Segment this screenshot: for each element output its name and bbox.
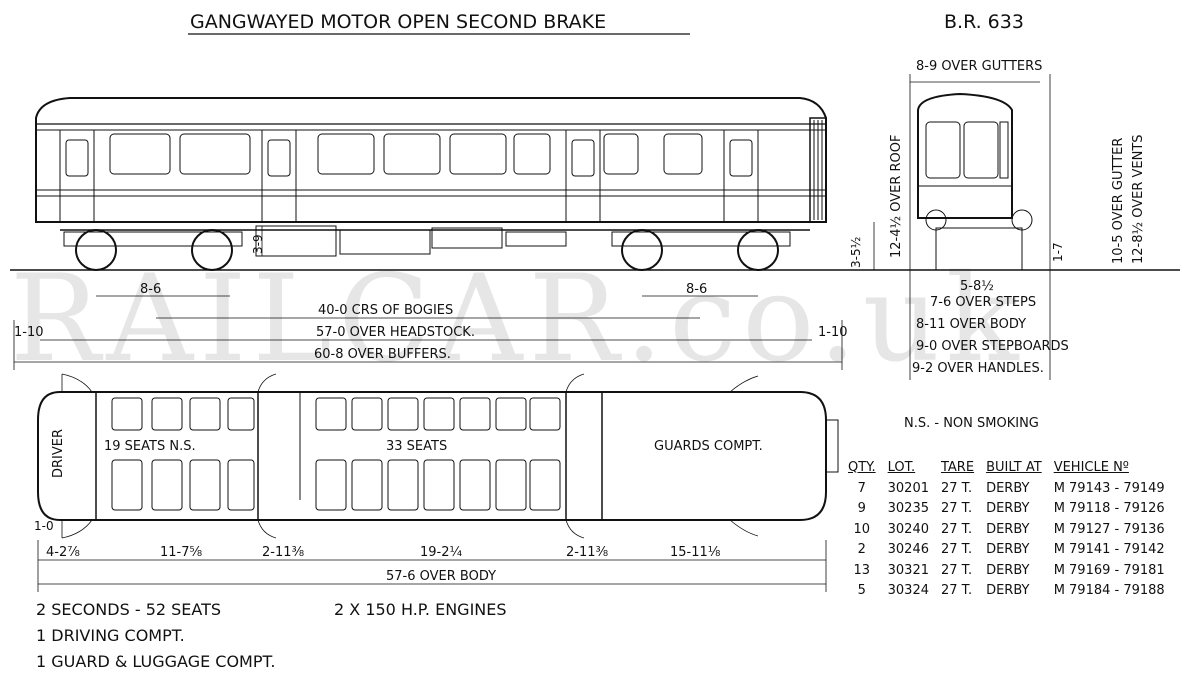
cell-tare: 27 T. — [940, 480, 973, 496]
dim-over-buffers: 60-8 OVER BUFFERS. — [314, 347, 451, 362]
dim-end-left: 1-10 — [14, 325, 44, 340]
note-seconds: 2 SECONDS - 52 SEATS — [36, 600, 222, 619]
cell-vehicle-no: M 79143 - 79149 — [1053, 480, 1165, 496]
cell-qty: 13 — [853, 562, 871, 578]
note-engines: 2 X 150 H.P. ENGINES — [334, 600, 507, 619]
plan-view — [37, 373, 839, 592]
cell-qty: 2 — [857, 542, 866, 558]
dim-seg-1: 4-2⅞ — [46, 545, 80, 560]
dim-step-height: 1-7 — [1051, 242, 1065, 262]
cell-built-at: DERBY — [986, 501, 1030, 517]
dim-bogie-wheelbase-left: 8-6 — [140, 282, 161, 297]
table-row: 7 30201 27 T. DERBY M 79143 - 79149 — [848, 478, 1177, 499]
cell-tare: 27 T. — [940, 583, 973, 599]
cell-lot: 30240 — [887, 521, 929, 537]
header-qty: QTY. — [848, 459, 876, 475]
dim-over-body-width: 8-11 OVER BODY — [916, 317, 1026, 332]
dim-seg-6: 15-11⅛ — [670, 545, 721, 560]
dim-bogie-height: 3-9 — [251, 234, 265, 254]
watermark: RAILCAR.co.uk — [10, 250, 1025, 389]
dim-over-handles: 9-2 OVER HANDLES. — [912, 361, 1044, 376]
cell-built-at: DERBY — [986, 583, 1030, 599]
cell-tare: 27 T. — [940, 562, 973, 578]
cell-tare: 27 T. — [940, 521, 973, 537]
note-guard: 1 GUARD & LUGGAGE COMPT. — [36, 652, 276, 671]
cell-qty: 10 — [853, 521, 871, 537]
plan-seats-ns: 19 SEATS N.S. — [104, 439, 196, 454]
dim-over-stepboards: 9-0 OVER STEPBOARDS — [916, 339, 1069, 354]
cell-lot: 30235 — [887, 501, 929, 517]
dim-over-vents: 12-8½ OVER VENTS — [1131, 134, 1146, 264]
dim-over-roof: 12-4½ OVER ROOF — [889, 135, 904, 259]
cell-built-at: DERBY — [986, 562, 1030, 578]
dim-over-gutter: 10-5 OVER GUTTER — [1111, 138, 1126, 264]
table-row: 9 30235 27 T. DERBY M 79118 - 79126 — [848, 499, 1177, 520]
dim-over-gutters: 8-9 OVER GUTTERS — [916, 59, 1042, 74]
cell-lot: 30324 — [887, 583, 929, 599]
dim-seg-5: 2-11⅜ — [566, 545, 609, 560]
dim-gauge: 5-8½ — [960, 279, 994, 294]
cell-built-at: DERBY — [986, 542, 1030, 558]
cell-built-at: DERBY — [986, 480, 1030, 496]
dimension-lines — [13, 222, 875, 370]
header-tare: TARE — [940, 459, 975, 475]
table-header-row: QTY. LOT. TARE BUILT AT VEHICLE Nº — [848, 456, 1177, 478]
cell-qty: 7 — [857, 480, 866, 496]
side-elevation — [10, 97, 1180, 271]
cell-lot: 30201 — [887, 480, 929, 496]
cell-lot: 30246 — [887, 542, 929, 558]
plan-guards-compt: GUARDS COMPT. — [654, 439, 763, 454]
header-built-at: BUILT AT — [986, 459, 1042, 475]
cell-vehicle-no: M 79127 - 79136 — [1053, 521, 1165, 537]
cell-tare: 27 T. — [940, 501, 973, 517]
cell-lot: 30321 — [887, 562, 929, 578]
cell-qty: 9 — [857, 501, 866, 517]
dim-end-offset: 1-0 — [34, 519, 54, 533]
table-row: 10 30240 27 T. DERBY M 79127 - 79136 — [848, 519, 1177, 540]
diagram-title: GANGWAYED MOTOR OPEN SECOND BRAKE — [190, 11, 606, 33]
table-row: 5 30324 27 T. DERBY M 79184 - 79188 — [848, 581, 1177, 602]
dim-over-steps: 7-6 OVER STEPS — [930, 295, 1036, 310]
lot-table: QTY. LOT. TARE BUILT AT VEHICLE Nº 7 302… — [848, 456, 1177, 601]
end-elevation — [909, 74, 1051, 380]
plan-driver-label: DRIVER — [51, 429, 66, 478]
dim-seg-2: 11-7⅝ — [160, 545, 203, 560]
dim-bogie-wheelbase-right: 8-6 — [686, 282, 707, 297]
cell-tare: 27 T. — [940, 542, 973, 558]
table-row: 13 30321 27 T. DERBY M 79169 - 79181 — [848, 560, 1177, 581]
dim-floor-height: 3-5½ — [849, 237, 863, 268]
cell-qty: 5 — [857, 583, 866, 599]
diagram-number: B.R. 633 — [944, 11, 1024, 33]
cell-vehicle-no: M 79184 - 79188 — [1053, 583, 1165, 599]
cell-built-at: DERBY — [986, 521, 1030, 537]
note-ns-key: N.S. - NON SMOKING — [904, 416, 1039, 431]
note-driving: 1 DRIVING COMPT. — [36, 626, 185, 645]
plan-seats-33: 33 SEATS — [386, 439, 447, 454]
cell-vehicle-no: M 79141 - 79142 — [1053, 542, 1165, 558]
header-lot: LOT. — [887, 459, 916, 475]
dim-over-headstock: 57-0 OVER HEADSTOCK. — [316, 325, 475, 340]
cell-vehicle-no: M 79169 - 79181 — [1053, 562, 1165, 578]
dim-over-body-length: 57-6 OVER BODY — [386, 569, 496, 584]
table-row: 2 30246 27 T. DERBY M 79141 - 79142 — [848, 540, 1177, 561]
dim-end-right: 1-10 — [818, 325, 848, 340]
dim-seg-4: 19-2¼ — [420, 545, 463, 560]
header-vehicle-no: VEHICLE Nº — [1053, 459, 1129, 475]
dim-crs-bogies: 40-0 CRS OF BOGIES — [318, 303, 453, 318]
cell-vehicle-no: M 79118 - 79126 — [1053, 501, 1165, 517]
dim-seg-3: 2-11⅜ — [262, 545, 305, 560]
